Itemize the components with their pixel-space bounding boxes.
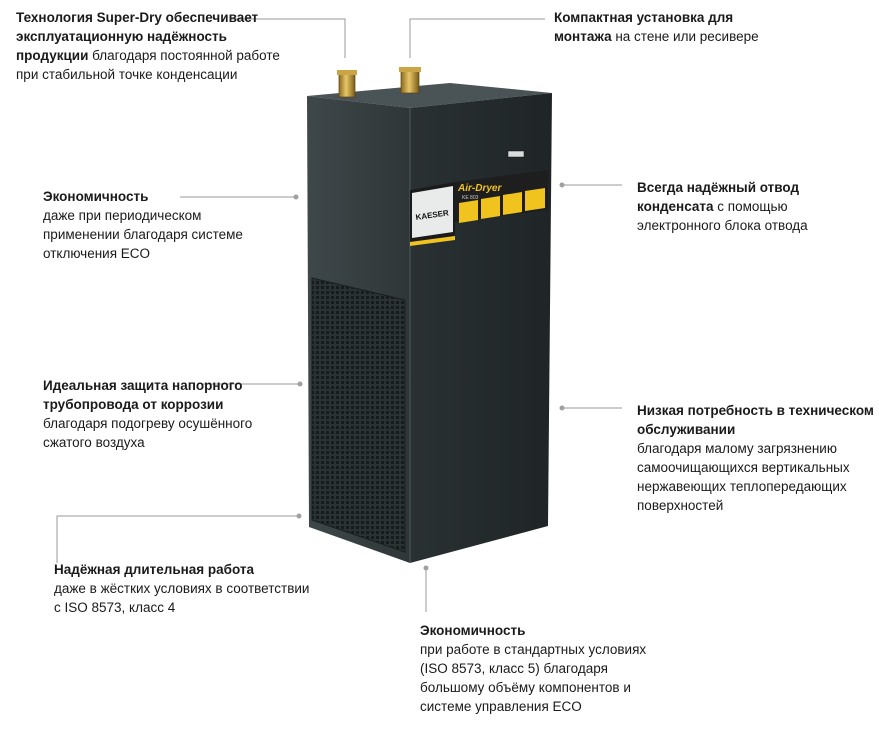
callout-reliable-operation: Надёжная длительная работа даже в жёстких… bbox=[54, 560, 314, 617]
dryer-top bbox=[307, 83, 552, 108]
callout-condensate-drain: Всегда надёжный отвод конденсата с помощ… bbox=[637, 178, 847, 235]
callout-super-dry: Технология Super-Dry обеспечивает эксплу… bbox=[16, 8, 296, 84]
callout-compact-install-title: Компактная установка для монтажа bbox=[554, 10, 734, 44]
svg-text:Air-Dryer: Air-Dryer bbox=[457, 183, 502, 194]
callout-corrosion-protection-title: Идеальная защита напорного трубопровода … bbox=[43, 378, 243, 412]
pipe-fittings bbox=[337, 67, 421, 98]
ventilation-grille bbox=[312, 278, 405, 552]
callout-corrosion-protection-text: благодаря подогреву осушённого сжатого в… bbox=[43, 416, 253, 450]
leader-line-top-right bbox=[409, 18, 545, 58]
callout-super-dry-text: благодаря постоянной работе при стабильн… bbox=[16, 48, 280, 82]
dryer-front bbox=[410, 93, 552, 563]
callout-economy-eco-text: даже при периодическом применении благод… bbox=[43, 208, 243, 261]
callout-economy-eco-title: Экономичность bbox=[43, 189, 149, 204]
callout-corrosion-protection: Идеальная защита напорного трубопровода … bbox=[43, 376, 288, 452]
leader-line-top-left bbox=[230, 18, 346, 58]
callout-condensate-drain-title: Всегда надёжный отвод конденсата bbox=[637, 180, 800, 214]
callout-low-maintenance-text: благодаря малому загрязнению самоочищающ… bbox=[637, 441, 850, 513]
leader-line-bottom-left bbox=[56, 515, 299, 563]
callout-low-maintenance: Низкая потребность в техническом обслужи… bbox=[637, 401, 877, 515]
callout-low-maintenance-title: Низкая потребность в техническом обслужи… bbox=[637, 403, 874, 437]
callout-economy-standard-title: Экономичность bbox=[420, 623, 526, 638]
callout-economy-standard: Экономичность при работе в стандартных ус… bbox=[420, 621, 650, 716]
callout-economy-standard-text: при работе в стандартных условиях (ISO 8… bbox=[420, 642, 647, 714]
control-panel: KAESER Air-Dryer KE 803 bbox=[410, 170, 548, 246]
callout-compact-install: Компактная установка для монтажа на стен… bbox=[554, 8, 794, 46]
callout-super-dry-title: Технология Super-Dry обеспечивает эксплу… bbox=[16, 10, 259, 63]
callout-condensate-drain-text: с помощью электронного блока отвода bbox=[637, 199, 808, 233]
callout-economy-eco: Экономичность даже при периодическом прим… bbox=[43, 187, 248, 263]
svg-text:KE 803: KE 803 bbox=[462, 195, 479, 201]
indicator-light bbox=[507, 150, 525, 158]
callout-compact-install-text: на стене или ресивере bbox=[611, 29, 759, 44]
callout-reliable-operation-text: даже в жёстких условиях в соответствии с… bbox=[54, 581, 310, 615]
callout-reliable-operation-title: Надёжная длительная работа bbox=[54, 562, 255, 577]
